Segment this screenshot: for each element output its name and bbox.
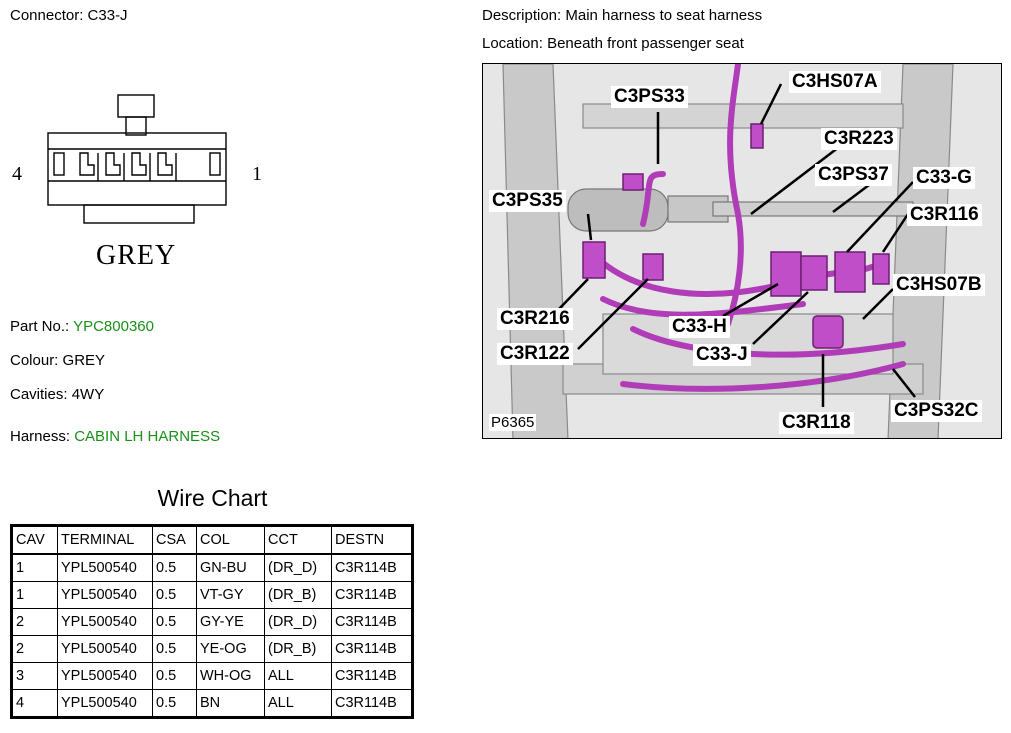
cell-cct: ALL [264, 689, 332, 718]
pin-number-left: 4 [12, 163, 22, 185]
connector-face-svg [47, 94, 227, 224]
part-no-value[interactable]: YPC800360 [73, 318, 154, 335]
harness-line: Harness: CABIN LH HARNESS [10, 428, 220, 445]
cell-csa: 0.5 [152, 662, 197, 690]
cell-cav: 2 [11, 608, 58, 636]
cell-destn: C3R114B [331, 581, 413, 609]
table-row: 1 YPL500540 0.5 VT-GY (DR_B) C3R114B [11, 581, 413, 609]
callout-c33-j: C33-J [693, 344, 751, 366]
part-no-label: Part No.: [10, 318, 70, 335]
location-line: Location: Beneath front passenger seat [482, 35, 744, 52]
cell-cct: (DR_D) [264, 553, 332, 582]
wire-chart-table: CAV TERMINAL CSA COL CCT DESTN 1 YPL5005… [10, 524, 414, 719]
cell-col: BN [196, 689, 265, 718]
figure-id: P6365 [489, 414, 537, 431]
header-csa: CSA [152, 525, 197, 555]
cell-destn: C3R114B [331, 635, 413, 663]
callout-c3hs07b: C3HS07B [893, 274, 985, 296]
callout-c3r116: C3R116 [907, 204, 982, 226]
colour-line: Colour: GREY [10, 352, 105, 369]
callout-c3r216: C3R216 [497, 308, 573, 330]
description-line: Description: Main harness to seat harnes… [482, 7, 762, 24]
table-row: 4 YPL500540 0.5 BN ALL C3R114B [11, 689, 413, 718]
harness-label: Harness: [10, 428, 71, 445]
cell-terminal: YPL500540 [57, 662, 153, 690]
cell-col: VT-GY [196, 581, 265, 609]
callout-c3ps33: C3PS33 [611, 86, 688, 108]
cell-csa: 0.5 [152, 689, 197, 718]
cell-col: GY-YE [196, 608, 265, 636]
cell-cav: 4 [11, 689, 58, 718]
cell-cav: 1 [11, 553, 58, 582]
cell-col: GN-BU [196, 553, 265, 582]
cell-csa: 0.5 [152, 581, 197, 609]
callout-c3r118: C3R118 [779, 412, 854, 434]
cell-destn: C3R114B [331, 689, 413, 718]
location-label: Location: [482, 35, 543, 52]
cavities-label: Cavities: [10, 386, 68, 403]
pin-number-right: 1 [252, 163, 262, 185]
description-value: Main harness to seat harness [565, 7, 763, 24]
cell-csa: 0.5 [152, 635, 197, 663]
cell-terminal: YPL500540 [57, 608, 153, 636]
callout-c33-g: C33-G [913, 167, 975, 189]
connector-label: Connector: [10, 7, 84, 24]
header-destn: DESTN [331, 525, 413, 555]
cell-cct: (DR_B) [264, 581, 332, 609]
location-value: Beneath front passenger seat [547, 35, 744, 52]
connector-id: C33-J [87, 7, 128, 24]
colour-value: GREY [62, 352, 106, 369]
cell-cct: (DR_D) [264, 608, 332, 636]
cell-terminal: YPL500540 [57, 581, 153, 609]
cell-col: WH-OG [196, 662, 265, 690]
seat-underside-illustration [483, 64, 1001, 438]
cell-csa: 0.5 [152, 608, 197, 636]
connector-colour-text: GREY [96, 240, 177, 271]
cell-terminal: YPL500540 [57, 635, 153, 663]
harness-value[interactable]: CABIN LH HARNESS [74, 428, 221, 445]
connector-face-diagram: 4 1 GREY [0, 85, 290, 285]
header-terminal: TERMINAL [57, 525, 153, 555]
colour-label: Colour: [10, 352, 59, 369]
table-row: 2 YPL500540 0.5 GY-YE (DR_D) C3R114B [11, 608, 413, 636]
callout-c3hs07a: C3HS07A [789, 71, 881, 93]
cell-cct: ALL [264, 662, 332, 690]
cell-cav: 3 [11, 662, 58, 690]
callout-c3r122: C3R122 [497, 343, 573, 365]
cell-terminal: YPL500540 [57, 553, 153, 582]
location-illustration: C3PS33 C3HS07A C3R223 C3PS37 C33-G C3PS3… [482, 63, 1002, 439]
cell-csa: 0.5 [152, 553, 197, 582]
wire-chart-header-row: CAV TERMINAL CSA COL CCT DESTN [11, 525, 413, 555]
cavities-line: Cavities: 4WY [10, 386, 104, 403]
table-row: 2 YPL500540 0.5 YE-OG (DR_B) C3R114B [11, 635, 413, 663]
header-cav: CAV [11, 525, 58, 555]
callout-c3ps35: C3PS35 [489, 190, 566, 212]
cell-terminal: YPL500540 [57, 689, 153, 718]
cell-destn: C3R114B [331, 608, 413, 636]
cell-destn: C3R114B [331, 553, 413, 582]
cavities-value: 4WY [71, 386, 105, 403]
callout-c33-h: C33-H [669, 316, 730, 338]
table-row: 3 YPL500540 0.5 WH-OG ALL C3R114B [11, 662, 413, 690]
cell-cct: (DR_B) [264, 635, 332, 663]
description-label: Description: [482, 7, 562, 24]
table-row: 1 YPL500540 0.5 GN-BU (DR_D) C3R114B [11, 553, 413, 582]
part-no-line: Part No.: YPC800360 [10, 318, 154, 335]
cell-destn: C3R114B [331, 662, 413, 690]
cell-cav: 2 [11, 635, 58, 663]
header-cct: CCT [264, 525, 332, 555]
callout-c3ps37: C3PS37 [815, 164, 892, 186]
cell-cav: 1 [11, 581, 58, 609]
callout-c3r223: C3R223 [821, 128, 897, 150]
callout-c3ps32c: C3PS32C [891, 400, 982, 422]
header-col: COL [196, 525, 265, 555]
wire-chart-title: Wire Chart [157, 485, 268, 511]
connector-label-line: Connector: C33-J [10, 7, 128, 24]
cell-col: YE-OG [196, 635, 265, 663]
